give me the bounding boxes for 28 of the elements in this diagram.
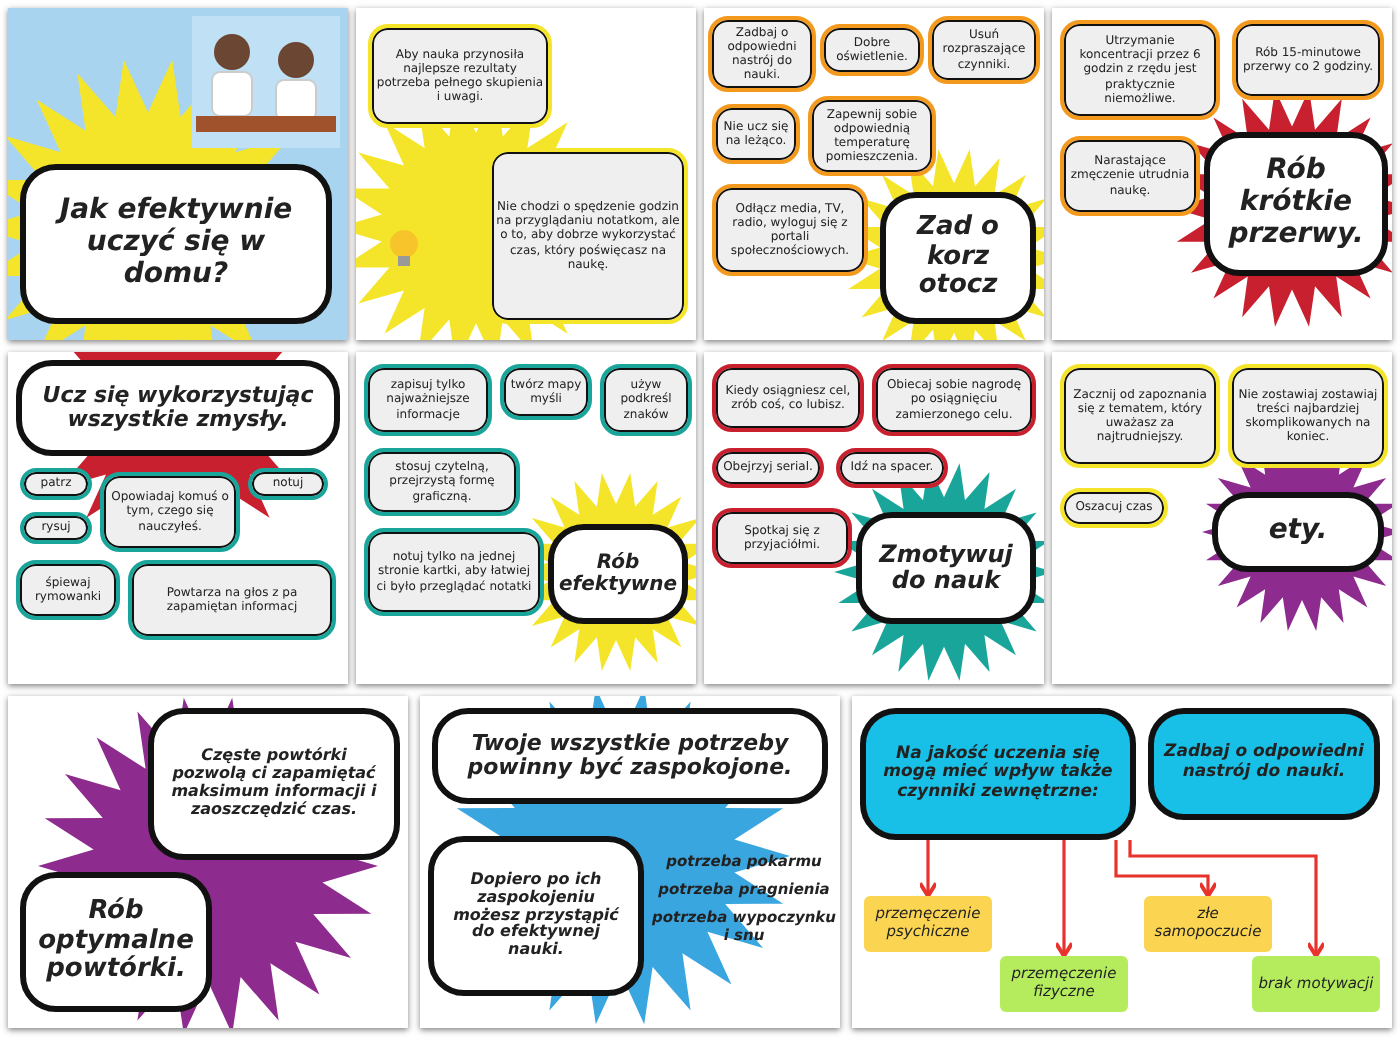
slide-card — [1052, 352, 1392, 684]
title-bubble: Rób optymalne powtórki. — [20, 872, 212, 1012]
chevron-arrow — [918, 840, 938, 898]
title-bubble: Rób krótkie przerwy. — [1204, 132, 1388, 276]
title-bubble: Ucz się wykorzystując wszystkie zmysły. — [16, 360, 340, 456]
slide-card — [420, 696, 840, 1028]
title-bubble: Jak efektywnie uczyć się w domu? — [20, 164, 332, 324]
title-bubble: Rób efektywne — [548, 524, 688, 624]
slide-card — [356, 352, 696, 684]
slide-card — [704, 8, 1044, 340]
slide-card — [8, 352, 348, 684]
slide-card — [8, 696, 408, 1028]
slide-card — [1052, 8, 1392, 340]
chevron-arrow — [1128, 840, 1326, 958]
title-bubble: Zad o korz otocz — [880, 192, 1036, 324]
title-bubble: Twoje wszystkie potrzeby powinny być zaspokojone. — [432, 708, 828, 804]
title-bubble: Zadbaj o odpowiedni nastrój do nauki. — [1148, 708, 1380, 820]
title-bubble: Zmotywuj do nauk — [856, 512, 1036, 624]
chevron-arrow — [1054, 840, 1074, 958]
title-bubble: Na jakość uczenia się mogą mieć wpływ także czynniki zewnętrzne: — [860, 708, 1136, 840]
title-bubble: Częste powtórki pozwolą ci zapamiętać maksimum informacji i zaoszczędzić czas. — [148, 708, 400, 860]
title-bubble: Dopiero po ich zaspokojeniu możesz przystąpić do efektywnej nauki. — [428, 836, 644, 996]
slide-card — [8, 8, 348, 340]
slide-card — [356, 8, 696, 340]
chevron-arrow — [1114, 840, 1218, 898]
title-bubble: ety. — [1212, 492, 1384, 572]
slide-card — [704, 352, 1044, 684]
slide-card — [852, 696, 1392, 1028]
